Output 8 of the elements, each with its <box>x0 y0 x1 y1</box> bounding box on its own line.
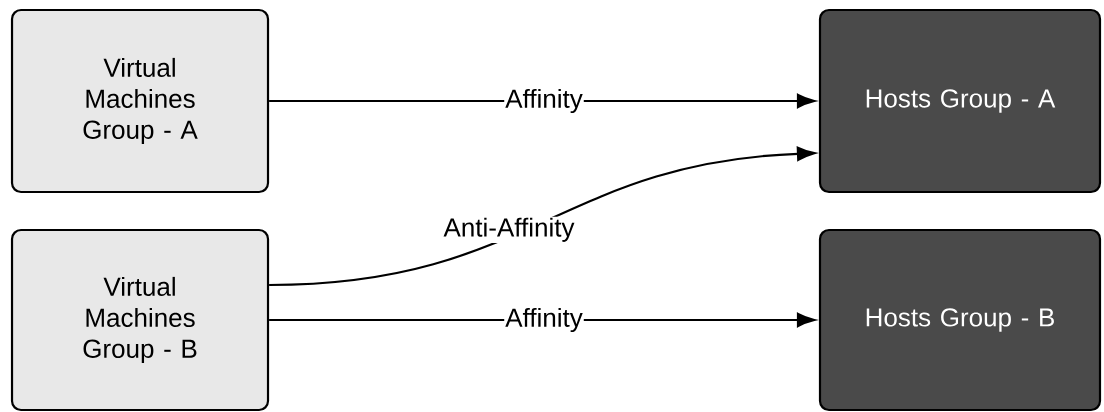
edge-label: Affinity <box>505 88 583 114</box>
group-box: Hosts Group - A <box>818 8 1102 194</box>
group-box: Virtual Machines Group - B <box>10 228 270 412</box>
edge-label: Anti-Affinity <box>443 217 575 242</box>
group-box: Virtual Machines Group - A <box>10 8 270 194</box>
arrow <box>269 146 816 287</box>
group-box: Hosts Group - B <box>818 228 1102 412</box>
edge-label: Affinity <box>505 307 583 333</box>
